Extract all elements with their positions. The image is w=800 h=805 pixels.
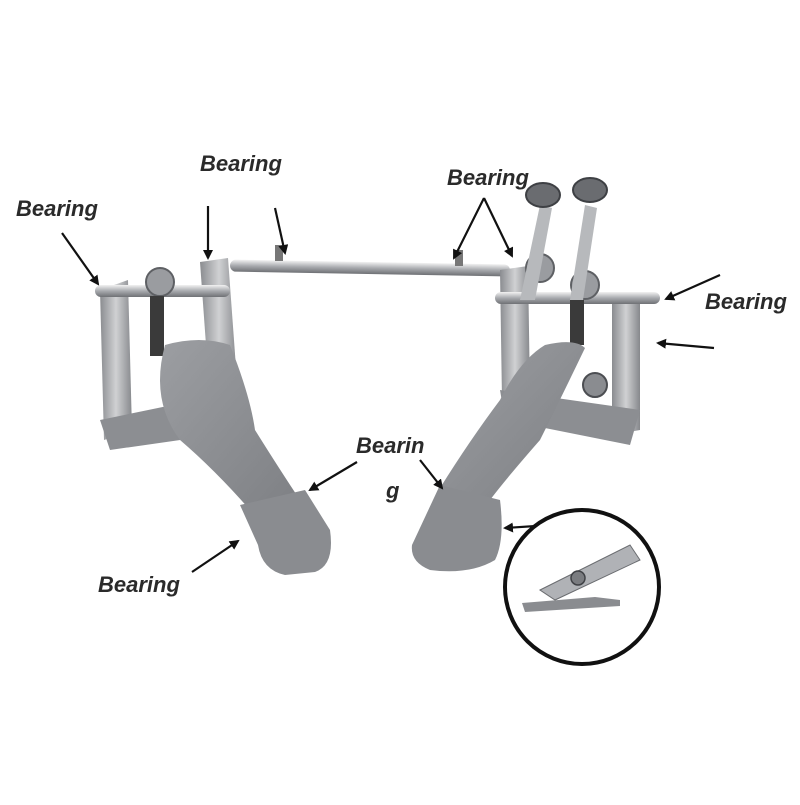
right-chain	[570, 300, 584, 345]
drive-shaft	[230, 245, 510, 277]
callout-lever	[539, 544, 641, 601]
arrow-center-right	[419, 459, 444, 490]
right-outer-post	[612, 296, 640, 435]
beater-head-1	[525, 182, 561, 208]
label-bearing-right: Bearing	[705, 289, 787, 314]
callout-plate	[522, 597, 620, 612]
arrow-right-a	[664, 273, 721, 301]
left-footboard	[160, 340, 300, 510]
left-chain	[150, 296, 164, 356]
annotation-arrows	[61, 197, 721, 573]
shaft-screw-left	[275, 245, 283, 261]
hinge-detail-callout	[503, 508, 661, 666]
arrow-top-center-2	[273, 207, 289, 255]
label-bearing-center-line1: Bearin	[356, 433, 425, 458]
arrow-top-right-b	[483, 197, 514, 258]
label-bearing-top-left: Bearing	[16, 196, 98, 221]
left-pedal	[95, 258, 331, 575]
arrow-top-right-a	[453, 197, 485, 260]
left-heel-plate	[240, 490, 331, 575]
label-bearing-top-center: Bearing	[200, 151, 282, 176]
arrow-right-b	[656, 338, 715, 350]
arrow-bottom-left	[191, 539, 240, 573]
arrow-callout	[503, 522, 537, 533]
beater-shaft-1	[520, 205, 552, 300]
label-bearing-center-line2: g	[386, 478, 400, 503]
left-cam	[145, 267, 175, 297]
right-footboard	[440, 342, 585, 500]
shaft-rod	[230, 259, 510, 277]
label-bearing-top-right: Bearing	[447, 165, 529, 190]
label-bearing-bottom-left: Bearing	[98, 572, 180, 597]
right-heel-plate	[411, 485, 502, 572]
left-outer-post	[100, 280, 132, 440]
arrow-center-left	[308, 461, 358, 492]
right-pedal	[411, 177, 660, 572]
beater-shaft-2	[570, 205, 597, 300]
right-hinge-knob	[582, 372, 608, 398]
arrow-top-left	[61, 232, 100, 286]
callout-pivot	[570, 570, 586, 586]
beater-head-2	[572, 177, 608, 203]
